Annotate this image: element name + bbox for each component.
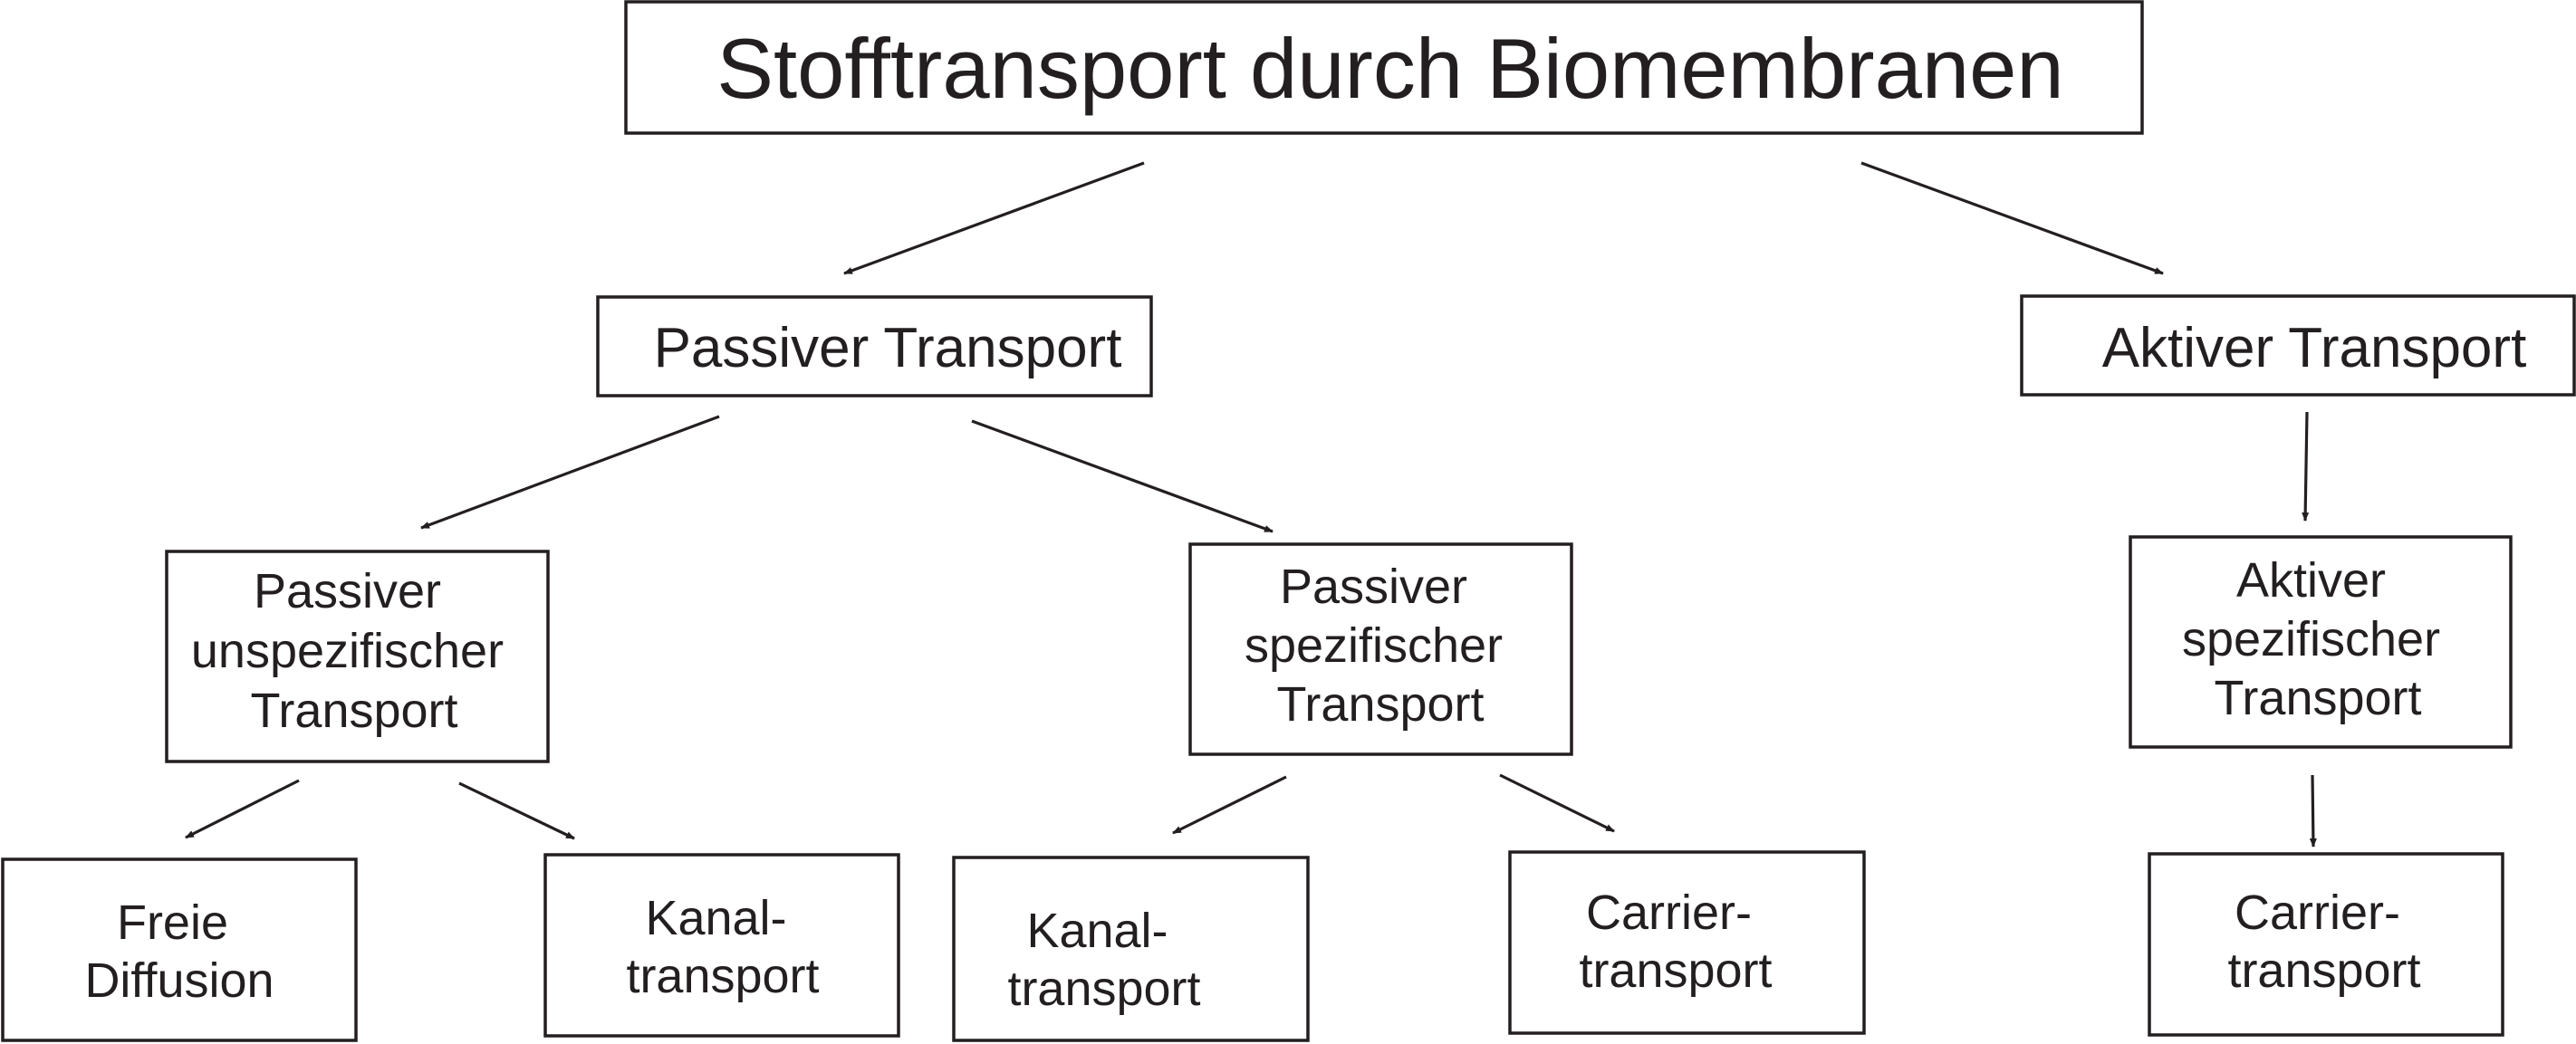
- node-aktiv-box: [2020, 294, 2576, 397]
- node-aktiv-spez-line-2: spezifischer: [2182, 612, 2440, 666]
- edge-passiv-unspez-to-kanal-1: [458, 781, 575, 840]
- node-carrier-1-box: [1508, 850, 1866, 1035]
- node-freie-diffusion-line-1: Freie: [117, 896, 228, 950]
- title-box: [624, 0, 2144, 135]
- node-passiv-line-1: Passiver Transport: [654, 317, 1122, 379]
- node-kanal-1-line-1: Kanal-: [645, 891, 786, 945]
- node-carrier-1-line-1: Carrier-: [1586, 886, 1752, 940]
- svg-text:Carrier- transport: Carrier- transport: [1579, 886, 1772, 998]
- node-freie-diffusion-line-2: Diffusion: [84, 953, 274, 1008]
- node-kanal-2-box: [952, 856, 1310, 1042]
- node-passiv-spez-line-2: spezifischer: [1245, 618, 1503, 673]
- node-aktiv-spez: Aktiver spezifischer Transport: [2129, 535, 2513, 749]
- node-kanal-2: Kanal- transport: [952, 856, 1310, 1042]
- node-passiv-spez-line-1: Passiver: [1280, 560, 1467, 614]
- node-kanal-1-box: [543, 853, 900, 1038]
- node-passiv-unspez-line-1: Passiver: [254, 564, 441, 618]
- node-kanal-1-line-2: transport: [626, 949, 819, 1003]
- edge-title-to-passiv: [843, 161, 1145, 275]
- edges: [185, 161, 2317, 848]
- node-passiv-unspez-line-3: Transport: [250, 684, 457, 738]
- edge-passiv-spez-to-kanal-2: [1172, 775, 1287, 835]
- svg-text:Carrier- transport: Carrier- transport: [2227, 886, 2420, 998]
- node-carrier-2-line-2: transport: [2227, 943, 2420, 998]
- node-passiv-unspez-box: [165, 550, 550, 763]
- node-carrier-2-box: [2148, 852, 2504, 1037]
- node-carrier-1-line-2: transport: [1579, 943, 1772, 998]
- edge-passiv-to-passiv-unspez: [420, 415, 720, 530]
- node-carrier-1: Carrier- transport: [1508, 850, 1866, 1035]
- node-passiv-unspez: Passiver unspezifischer Transport: [165, 550, 550, 763]
- node-passiv-unspez-line-2: unspezifischer: [191, 624, 504, 678]
- edge-title-to-aktiv: [1860, 161, 2164, 275]
- node-aktiv-spez-box: [2129, 535, 2513, 749]
- svg-text:Aktiver Transport: Aktiver Transport: [2102, 317, 2527, 379]
- svg-text:Passiver unspezifischer: Passiver unspezifischer Transport: [191, 564, 517, 738]
- svg-text:Passiver Transport: Passiver Transport: [654, 317, 1122, 379]
- node-aktiv: Aktiver Transport: [2020, 294, 2576, 397]
- edge-passiv-to-passiv-spez: [971, 419, 1274, 533]
- edge-passiv-spez-to-carrier-1: [1499, 773, 1615, 833]
- svg-text:Aktiver spezifischer: Aktiver spezifischer Transport: [2182, 553, 2454, 725]
- node-passiv-spez: Passiver spezifischer Transport: [1188, 542, 1573, 756]
- node-freie-diffusion: Freie Diffusion: [1, 857, 358, 1042]
- edge-passiv-unspez-to-freie-diffusion: [185, 779, 300, 839]
- node-carrier-2: Carrier- transport: [2148, 852, 2504, 1037]
- diagram-title: Stofftransport durch Biomembranen: [716, 21, 2063, 116]
- node-passiv-spez-box: [1188, 542, 1573, 756]
- node-freie-diffusion-box: [1, 857, 358, 1042]
- svg-text:Passiver spezifischer: Passiver spezifischer Transport: [1245, 560, 1516, 732]
- svg-text:Freie Diffusion: Freie Diffusion: [84, 896, 274, 1008]
- node-kanal-1: Kanal- transport: [543, 853, 900, 1038]
- svg-text:Kanal- transport: Kanal- transport: [1007, 904, 1200, 1016]
- node-carrier-2-line-1: Carrier-: [2235, 886, 2400, 940]
- svg-text:Kanal- transport: Kanal- transport: [626, 891, 819, 1003]
- node-aktiv-line-1: Aktiver Transport: [2102, 317, 2527, 379]
- edge-aktiv-to-aktiv-spez: [2302, 411, 2310, 522]
- node-kanal-2-line-2: transport: [1007, 962, 1200, 1016]
- node-passiv-box: [596, 295, 1153, 397]
- node-aktiv-spez-line-1: Aktiver: [2236, 553, 2386, 608]
- node-passiv: Passiver Transport: [596, 295, 1153, 397]
- node-aktiv-spez-line-3: Transport: [2214, 671, 2421, 725]
- node-title: Stofftransport durch Biomembranen: [624, 0, 2144, 135]
- node-passiv-spez-line-3: Transport: [1276, 677, 1484, 732]
- edge-aktiv-spez-to-carrier-2: [2309, 774, 2317, 848]
- node-kanal-2-line-1: Kanal-: [1026, 904, 1168, 958]
